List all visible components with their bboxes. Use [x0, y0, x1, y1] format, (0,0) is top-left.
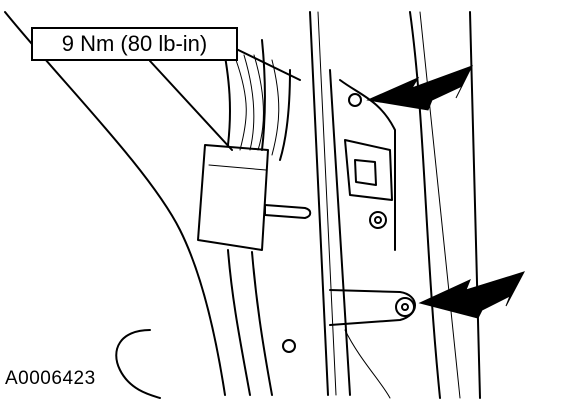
callout-leader-line: [149, 60, 233, 151]
middle-bolt-center: [374, 216, 382, 224]
body-panel-curve: [4, 11, 226, 396]
harness-outer-edge: [279, 69, 291, 161]
upper-bracket-outline: [339, 79, 396, 251]
right-panel-inner: [419, 11, 461, 399]
lower-bracket-contour: [344, 329, 391, 399]
lower-bolt-center: [401, 303, 409, 311]
right-panel-edge: [409, 11, 441, 399]
figure-id-label: A0006423: [5, 368, 96, 389]
harness-strand-2: [243, 54, 255, 151]
pillar-edge-right: [329, 69, 351, 396]
conduit-left-edge: [227, 249, 251, 396]
door-latch-module: [344, 139, 393, 201]
harness-clip-top: [227, 44, 301, 81]
lower-bracket-plate: [329, 289, 416, 326]
latch-connector: [354, 159, 377, 186]
upper-bolt-pointer-arrow-icon: [366, 65, 474, 111]
upper-bolt: [348, 93, 362, 107]
harness-wire-right: [261, 39, 266, 151]
lower-bolt-pointer-arrow-icon: [418, 271, 526, 319]
harness-tape-sleeve: [197, 144, 269, 251]
conduit-right-edge: [251, 251, 273, 396]
pillar-edge-inner: [317, 11, 337, 396]
panel-clip-hole: [282, 339, 296, 353]
harness-strand-3: [253, 54, 265, 151]
harness-strand-1: [235, 59, 247, 151]
lower-left-contour: [115, 329, 161, 399]
brace-tab: [264, 204, 312, 219]
sleeve-band: [208, 164, 267, 171]
torque-spec-callout: 9 Nm (80 lb-in): [31, 27, 238, 61]
far-right-edge: [469, 11, 481, 399]
harness-strand-4: [271, 59, 280, 156]
pillar-edge-left: [309, 11, 329, 396]
